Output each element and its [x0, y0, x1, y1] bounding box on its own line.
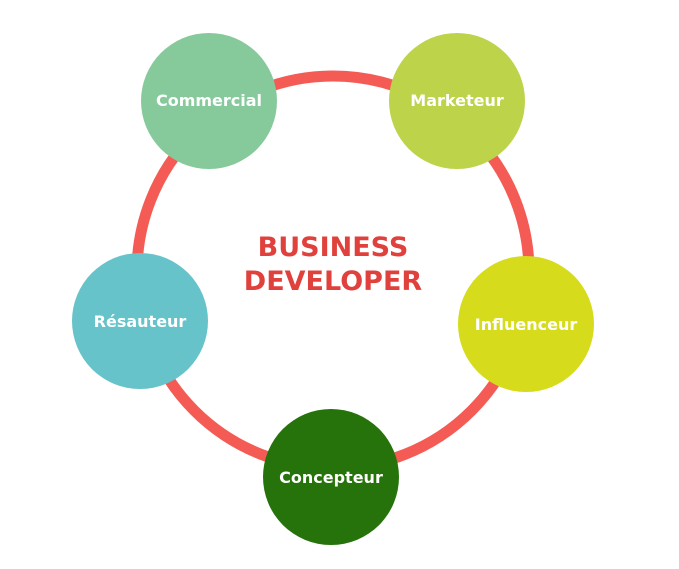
- node-resauteur-circle: [72, 253, 208, 389]
- node-resauteur-label: Résauteur: [94, 312, 187, 331]
- node-influenceur: Influenceur: [458, 256, 594, 392]
- node-concepteur: Concepteur: [263, 409, 399, 545]
- node-marketeur-label: Marketeur: [410, 91, 504, 110]
- node-commercial-label: Commercial: [156, 91, 262, 110]
- node-marketeur-circle: [389, 33, 525, 169]
- node-resauteur: Résauteur: [72, 253, 208, 389]
- node-commercial-circle: [141, 33, 277, 169]
- center-title-line1: BUSINESS: [258, 232, 409, 263]
- node-concepteur-label: Concepteur: [279, 468, 383, 487]
- node-concepteur-circle: [263, 409, 399, 545]
- node-commercial: Commercial: [141, 33, 277, 169]
- node-influenceur-label: Influenceur: [475, 315, 578, 334]
- node-influenceur-circle: [458, 256, 594, 392]
- center-title-line2: DEVELOPER: [244, 266, 423, 297]
- node-marketeur: Marketeur: [389, 33, 525, 169]
